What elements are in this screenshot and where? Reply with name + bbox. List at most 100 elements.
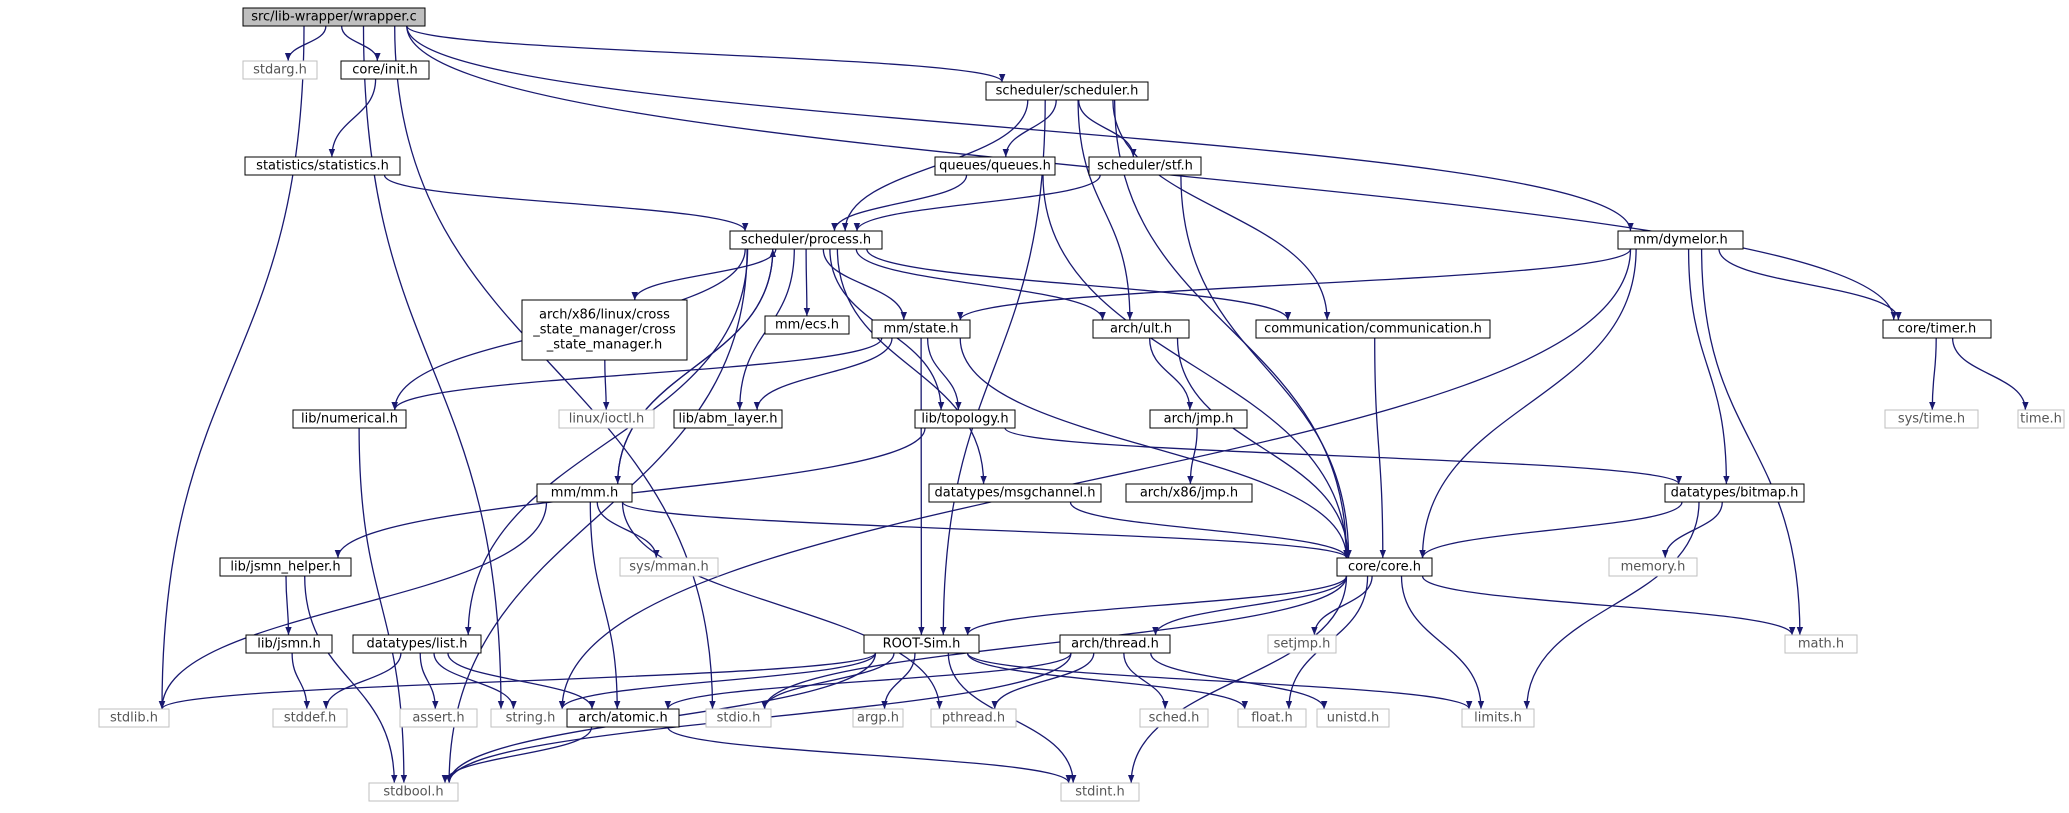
edge-timer-to-systime [1929, 337, 1937, 411]
node-label: sched.h [1149, 711, 1200, 726]
node-box [764, 315, 850, 335]
node-label: stdlib.h [110, 711, 158, 726]
edge-scheduler-to-queues [1002, 99, 1057, 158]
edge-state-to-corecore [959, 337, 1350, 559]
node-box [399, 708, 478, 728]
node-box [536, 483, 633, 503]
node-msgchannel[interactable]: datatypes/msgchannel.h [928, 483, 1102, 503]
node-process[interactable]: scheduler/process.h [729, 230, 883, 250]
node-scheduler[interactable]: scheduler/scheduler.h [985, 81, 1149, 101]
node-queues[interactable]: queues/queues.h [934, 156, 1056, 176]
node-box [244, 156, 401, 176]
node-label: statistics/statistics.h [256, 159, 389, 174]
edge-dymelor-to-timer [1718, 248, 1902, 321]
node-box [1884, 409, 1979, 429]
node-label: mm/dymelor.h [1633, 233, 1727, 248]
edge-corecore-to-limits [1400, 575, 1485, 710]
node-setjmp: setjmp.h [1267, 634, 1337, 654]
edge-process-to-msgchannel [836, 248, 987, 485]
node-box [1059, 634, 1171, 654]
node-timer[interactable]: core/timer.h [1882, 319, 1992, 339]
node-jmp[interactable]: arch/jmp.h [1149, 409, 1248, 429]
node-math: math.h [1784, 634, 1858, 654]
node-box [219, 557, 352, 577]
edge-ult-to-jmp [1148, 337, 1194, 411]
edge-timer-to-time [1951, 337, 2029, 411]
edge-root-to-coreinit [340, 25, 381, 62]
edge-state-to-abm [753, 337, 893, 411]
edge-coreinit-to-statistics [328, 78, 377, 158]
node-root[interactable]: src/lib-wrapper/wrapper.c [242, 7, 426, 27]
node-stdio: stdio.h [705, 708, 772, 728]
node-stdlib: stdlib.h [98, 708, 170, 728]
node-box [930, 708, 1017, 728]
node-bitmap[interactable]: datatypes/bitmap.h [1664, 483, 1805, 503]
node-box [1237, 708, 1307, 728]
node-stdarg: stdarg.h [242, 60, 318, 80]
node-thread[interactable]: arch/thread.h [1059, 634, 1171, 654]
node-jsmn[interactable]: lib/jsmn.h [245, 634, 333, 654]
node-state[interactable]: mm/state.h [871, 319, 971, 339]
node-label: scheduler/process.h [741, 233, 871, 248]
node-label: time.h [2020, 412, 2062, 427]
edge-corecore-to-rootsim [964, 575, 1348, 636]
node-box [914, 409, 1016, 429]
node-label: lib/numerical.h [301, 412, 398, 427]
edge-scheduler-to-stf [1078, 99, 1137, 158]
node-corecore[interactable]: core/core.h [1336, 557, 1433, 577]
node-box [1267, 634, 1337, 654]
node-label: arch/jmp.h [1164, 412, 1234, 427]
node-label: mm/mm.h [551, 486, 618, 501]
node-box [245, 634, 333, 654]
node-box [1617, 230, 1744, 250]
edge-root-to-stdarg [284, 25, 327, 62]
node-atomic[interactable]: arch/atomic.h [566, 708, 680, 728]
edge-rootsim-to-limits [966, 652, 1473, 710]
node-topology[interactable]: lib/topology.h [914, 409, 1016, 429]
node-label: float.h [1251, 711, 1293, 726]
node-comm[interactable]: communication/communication.h [1255, 319, 1491, 339]
node-time: time.h [2017, 409, 2065, 429]
node-statistics[interactable]: statistics/statistics.h [244, 156, 401, 176]
edge-root-to-string [362, 25, 505, 710]
edge-process-to-list [465, 248, 749, 636]
node-box [1092, 319, 1190, 339]
node-ult[interactable]: arch/ult.h [1092, 319, 1190, 339]
edge-process-to-comm [866, 248, 1292, 321]
node-box [292, 409, 407, 429]
node-label: stdio.h [717, 711, 761, 726]
node-box [1139, 708, 1209, 728]
node-label: setjmp.h [1274, 637, 1331, 652]
node-box [934, 156, 1056, 176]
node-x86jmp[interactable]: arch/x86/jmp.h [1125, 483, 1253, 503]
node-label: string.h [506, 711, 556, 726]
node-box [871, 319, 971, 339]
node-dymelor[interactable]: mm/dymelor.h [1617, 230, 1744, 250]
node-box [352, 634, 482, 654]
node-ecs[interactable]: mm/ecs.h [764, 315, 850, 335]
edge-queues-to-corecore [1042, 174, 1350, 559]
node-label: arch/x86/jmp.h [1140, 486, 1238, 501]
node-label: stdarg.h [253, 63, 307, 78]
edge-statistics-to-process [383, 174, 749, 232]
node-coreinit[interactable]: core/init.h [340, 60, 430, 80]
node-stf[interactable]: scheduler/stf.h [1088, 156, 1202, 176]
edge-stf-to-corecore [1180, 174, 1352, 559]
node-list[interactable]: datatypes/list.h [352, 634, 482, 654]
node-label: argp.h [857, 711, 899, 726]
node-crossstate[interactable]: arch/x86/linux/cross_state_manager/cross… [521, 299, 688, 361]
node-numerical[interactable]: lib/numerical.h [292, 409, 407, 429]
node-systime: sys/time.h [1884, 409, 1979, 429]
edge-root-to-stdio [394, 25, 716, 710]
node-label: core/timer.h [1898, 322, 1976, 337]
edge-bitmap-to-corecore [1419, 501, 1683, 559]
node-abm[interactable]: lib/abm_layer.h [673, 409, 783, 429]
node-jsmnhelper[interactable]: lib/jsmn_helper.h [219, 557, 352, 577]
node-rootsim[interactable]: ROOT-Sim.h [863, 634, 980, 654]
node-ioctl: linux/ioctl.h [558, 409, 655, 429]
node-mmmm[interactable]: mm/mm.h [536, 483, 633, 503]
node-box [1608, 557, 1698, 577]
edge-atomic-to-stdint [667, 726, 1072, 784]
edge-mmmm-to-atomic [589, 501, 621, 710]
node-string: string.h [490, 708, 571, 728]
